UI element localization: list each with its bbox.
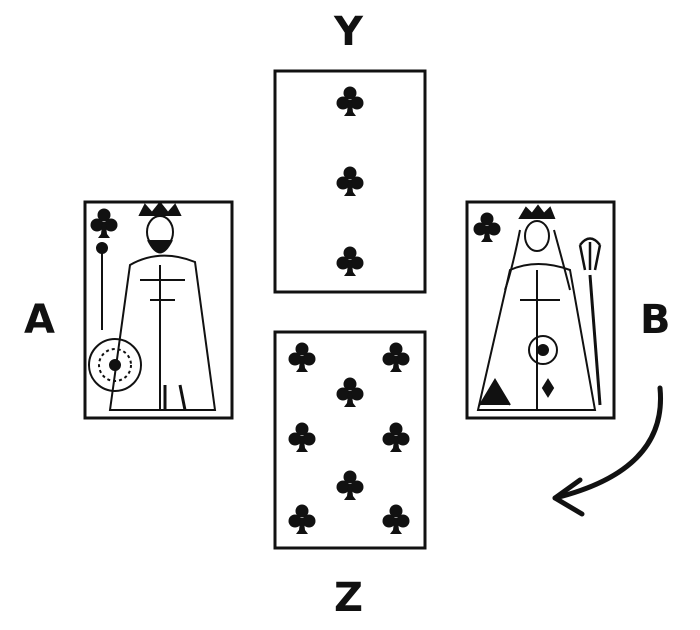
card-b-queen-of-clubs	[465, 200, 616, 420]
label-y: Y	[334, 9, 363, 55]
label-a: A	[24, 297, 55, 343]
queen-figure-icon	[476, 204, 602, 411]
label-z: Z	[334, 575, 364, 621]
label-b: B	[640, 297, 671, 343]
card-y-three-of-clubs	[273, 69, 427, 294]
king-figure-icon	[88, 201, 217, 411]
card-z-eight-of-clubs	[273, 330, 427, 550]
rotation-arrow-icon	[552, 385, 664, 501]
card-a-king-of-clubs	[83, 200, 234, 420]
arrow-head-icon	[552, 477, 585, 517]
